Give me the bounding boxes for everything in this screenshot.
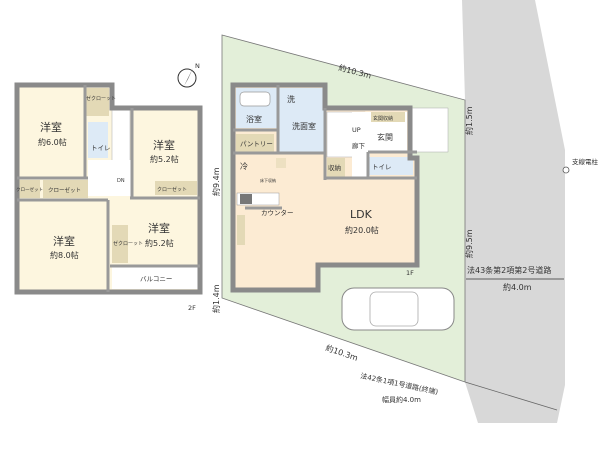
utility-pole-label: 支線電柱 xyxy=(572,157,599,166)
fridge-label: 冷 xyxy=(240,161,248,171)
dim-right: 約9.5m xyxy=(464,229,474,258)
closet-small-label: クローゼット xyxy=(16,186,43,193)
road-east-width: 約4.0m xyxy=(503,282,532,292)
closet-d-label: ゼクローット xyxy=(113,240,143,247)
road-south-name: 法42条1項1号道路(終端) xyxy=(360,371,440,396)
closet-b-label: クローゼット xyxy=(157,186,187,193)
wash-mark: 洗 xyxy=(287,94,295,104)
compass-label: N xyxy=(195,62,200,70)
porch xyxy=(407,107,449,153)
room-d-label: 洋室 xyxy=(148,221,170,235)
washroom xyxy=(279,88,324,152)
dim-right-small: 約1.5m xyxy=(464,106,474,135)
toilet xyxy=(368,157,413,175)
floor2-label: 2F xyxy=(188,304,196,312)
hallway xyxy=(352,112,370,177)
ldk-size: 約20.0帖 xyxy=(345,225,379,235)
floor2-plan xyxy=(14,82,203,295)
room-c-size: 約8.0帖 xyxy=(50,250,79,260)
room-b-label: 洋室 xyxy=(153,138,175,152)
stairs-dn-label: DN xyxy=(117,178,125,184)
storage-label: 収納 xyxy=(328,163,341,172)
dim-bottom: 約10.3m xyxy=(324,342,359,362)
balcony-label: バルコニー xyxy=(140,275,172,283)
room-c-label: 洋室 xyxy=(53,234,75,248)
entrance-storage-label: 玄関収納 xyxy=(373,115,393,122)
room-a-label: 洋室 xyxy=(40,120,62,134)
pantry-label: パントリー xyxy=(240,140,273,148)
storage xyxy=(327,158,345,178)
road-south-width: 幅員約4.0m xyxy=(382,395,421,404)
entrance-label: 玄関 xyxy=(377,132,393,142)
underfloor-storage-label: 床下収納 xyxy=(260,177,276,183)
pantry xyxy=(236,134,274,152)
car-icon xyxy=(341,287,455,331)
floor1-label: 1F xyxy=(406,269,414,277)
road-boundary xyxy=(464,381,558,411)
closet-a-label: ゼクローット xyxy=(86,95,116,102)
toilet-label: トイレ xyxy=(372,163,392,171)
room-b-size: 約5.2帖 xyxy=(150,154,179,164)
utility-pole-icon xyxy=(562,166,570,174)
road-east-name: 法43条第2項第2号道路 xyxy=(467,265,551,275)
stove-icon xyxy=(240,194,252,204)
washroom-label: 洗面室 xyxy=(292,121,316,131)
ldk-label: LDK xyxy=(350,208,373,221)
room-a-size: 約6.0帖 xyxy=(38,137,67,147)
room-d-size: 約5.2帖 xyxy=(145,238,174,248)
bath-label: 浴室 xyxy=(246,114,262,124)
hallway-label: 廊下 xyxy=(352,141,366,150)
stairs-up-label: UP xyxy=(352,126,361,134)
counter-label: カウンター xyxy=(261,208,294,217)
toilet-2f-label: トイレ xyxy=(91,144,111,152)
closet-wide-label: クローゼット xyxy=(48,186,81,194)
dim-left: 約9.4m xyxy=(211,167,221,196)
compass-north-icon xyxy=(177,68,197,88)
bathtub-icon xyxy=(239,91,271,107)
entrance-storage xyxy=(371,112,405,122)
dim-left-small: 約1.4m xyxy=(211,284,221,313)
floor1-plan xyxy=(230,82,449,293)
road-east xyxy=(462,0,565,423)
